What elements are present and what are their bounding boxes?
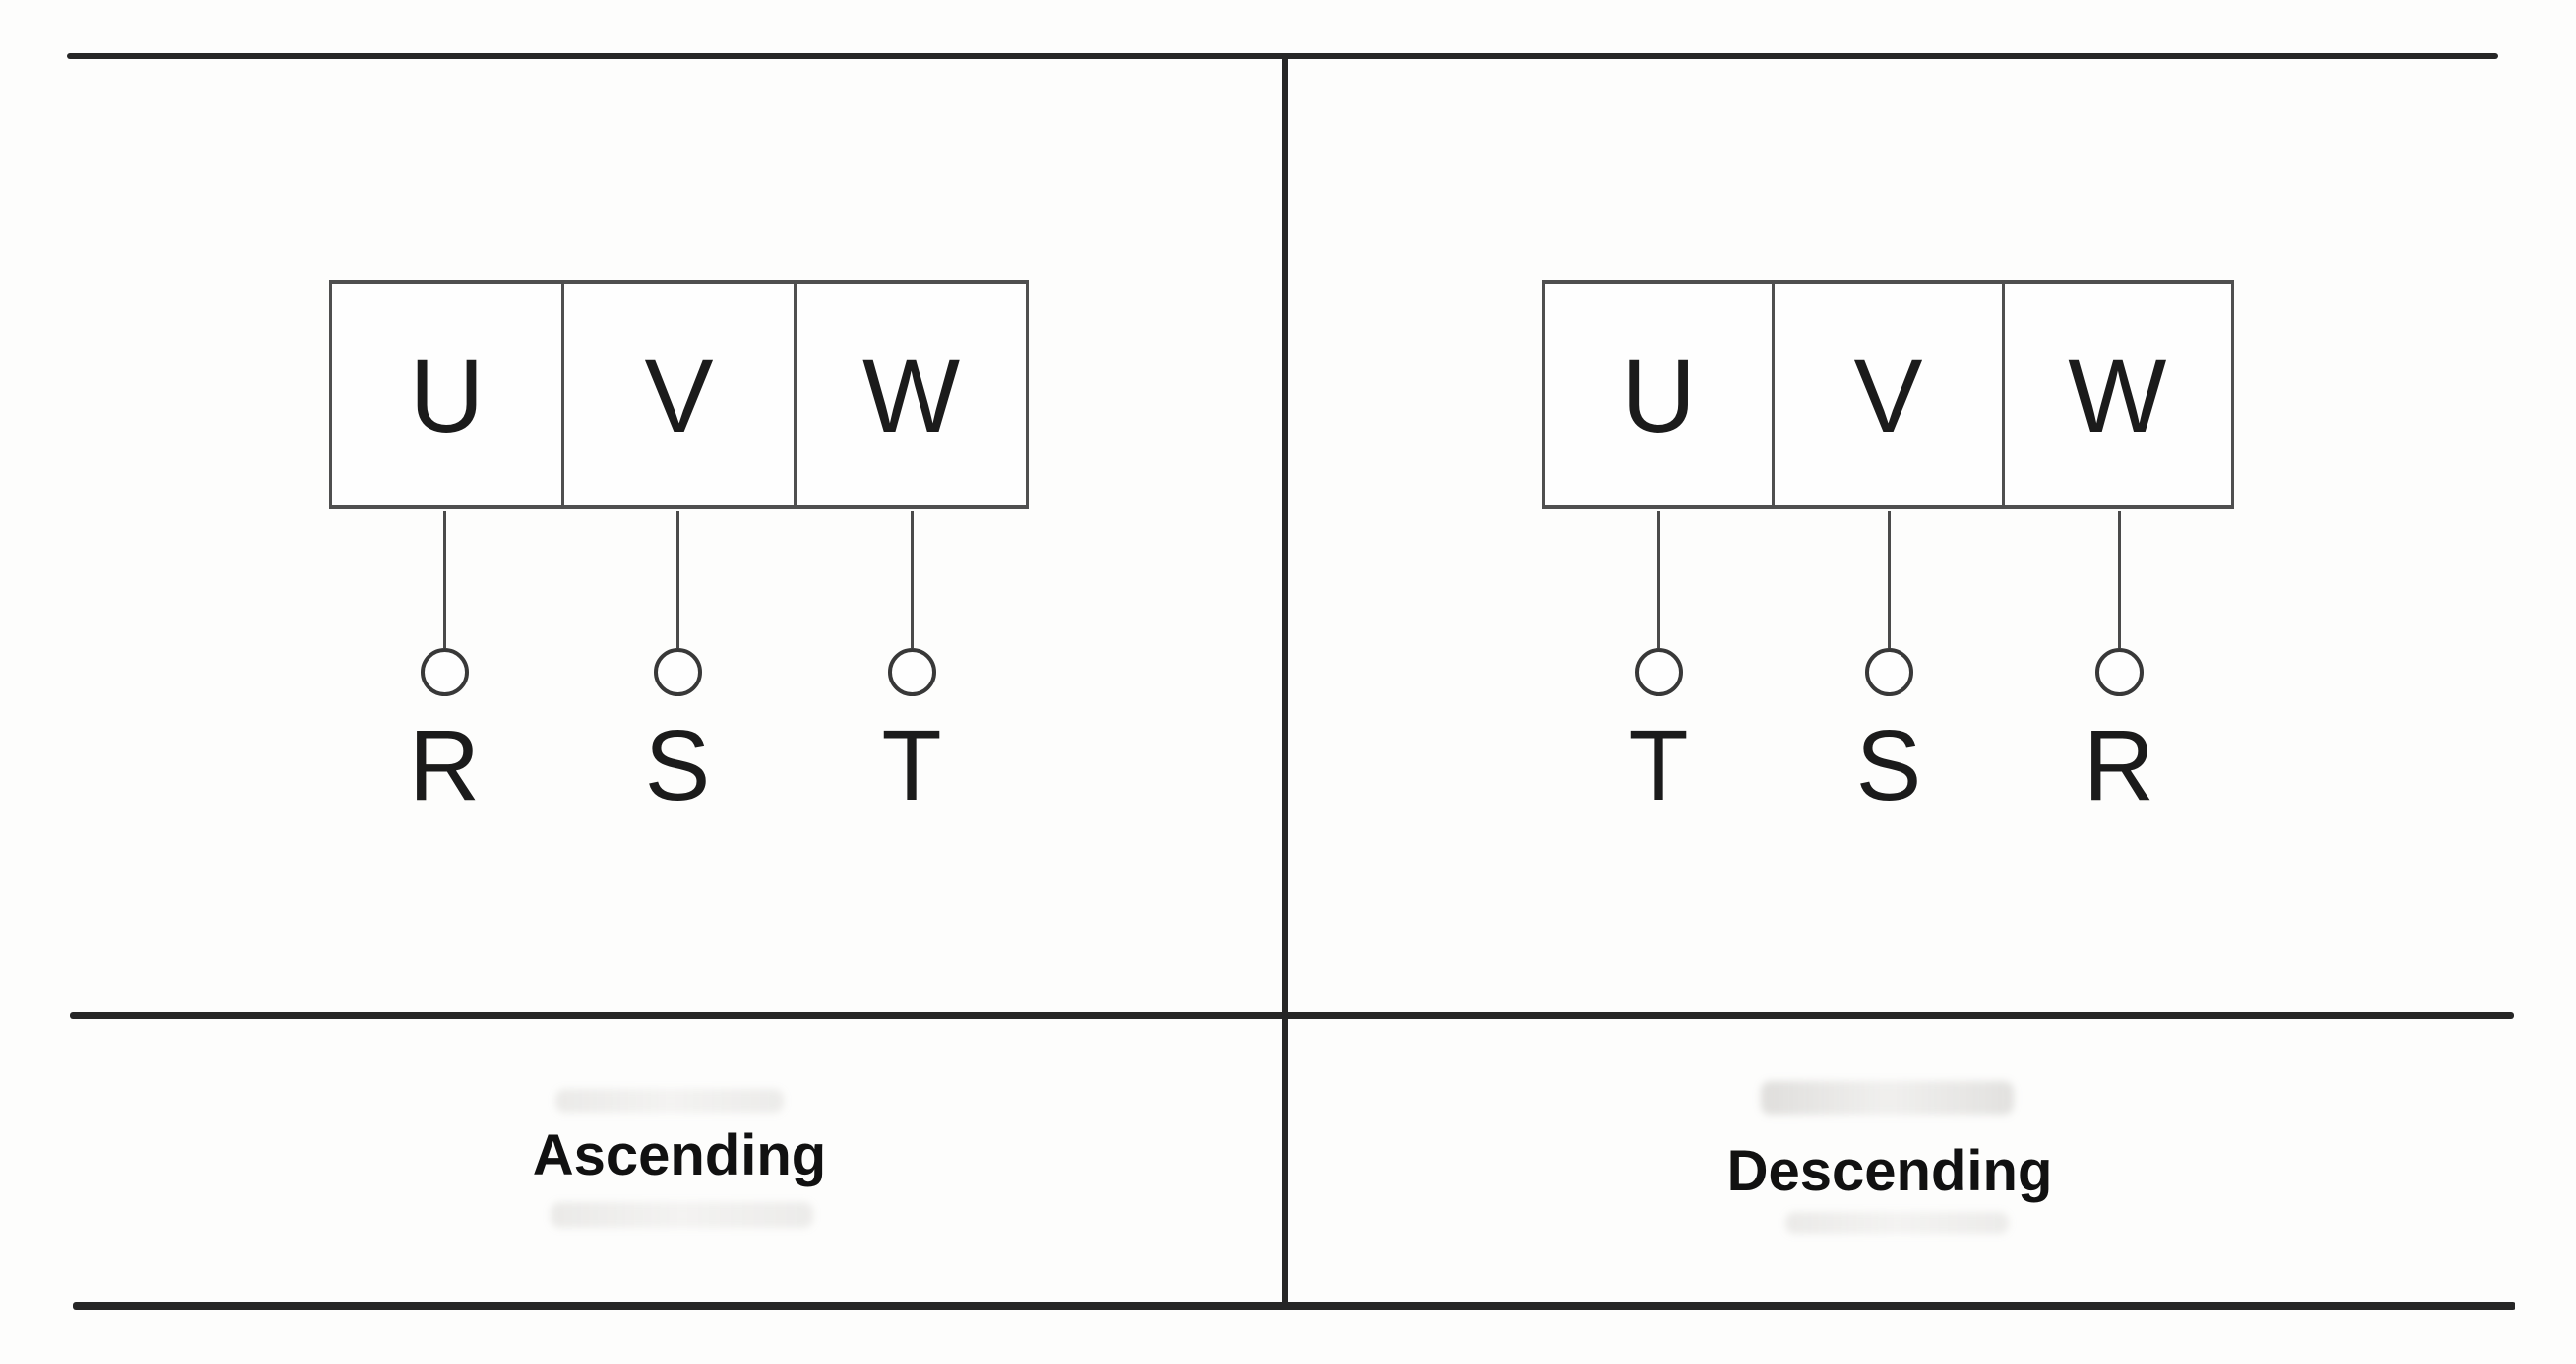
left-terminal-cell-v: V (564, 284, 797, 505)
watermark-smudge (1761, 1081, 2014, 1115)
left-terminal-ring-2 (654, 648, 702, 696)
middle-divider-line (70, 1012, 2514, 1019)
caption-ascending: Ascending (532, 1123, 827, 1187)
right-phase-label-r: R (2082, 710, 2155, 821)
right-terminal-ring-2 (1865, 648, 1913, 696)
right-terminal-cell-w: W (2005, 284, 2231, 505)
right-wire-stub-3 (2118, 511, 2121, 648)
left-terminal-label-u: U (409, 338, 485, 454)
left-wire-stub-2 (676, 511, 679, 648)
left-terminal-label-w: W (861, 338, 961, 454)
right-terminal-cell-v: V (1775, 284, 2005, 505)
right-terminal-label-v: V (1853, 338, 1923, 454)
watermark-smudge (555, 1089, 784, 1113)
left-terminal-cell-w: W (797, 284, 1026, 505)
right-wire-stub-1 (1657, 511, 1660, 648)
watermark-smudge (551, 1202, 813, 1228)
watermark-smudge (1785, 1212, 2009, 1234)
left-wire-stub-3 (911, 511, 914, 648)
left-terminal-cell-u: U (332, 284, 564, 505)
left-phase-label-r: R (408, 710, 481, 821)
bottom-border-line (73, 1302, 2515, 1310)
left-terminal-block: U V W (329, 280, 1029, 509)
right-terminal-ring-3 (2095, 648, 2144, 696)
left-phase-label-s: S (644, 710, 711, 821)
right-terminal-cell-u: U (1545, 284, 1776, 505)
right-terminal-label-u: U (1621, 338, 1697, 454)
right-terminal-block: U V W (1542, 280, 2234, 509)
right-wire-stub-2 (1888, 511, 1891, 648)
left-terminal-ring-1 (421, 648, 469, 696)
left-terminal-ring-3 (888, 648, 936, 696)
right-terminal-ring-1 (1635, 648, 1683, 696)
left-phase-label-t: T (881, 710, 942, 821)
caption-descending: Descending (1726, 1139, 2053, 1203)
left-wire-stub-1 (443, 511, 446, 648)
right-phase-label-s: S (1855, 710, 1922, 821)
left-terminal-label-v: V (644, 338, 714, 454)
center-divider-line (1282, 53, 1288, 1308)
right-phase-label-t: T (1628, 710, 1689, 821)
right-terminal-label-w: W (2068, 338, 2167, 454)
